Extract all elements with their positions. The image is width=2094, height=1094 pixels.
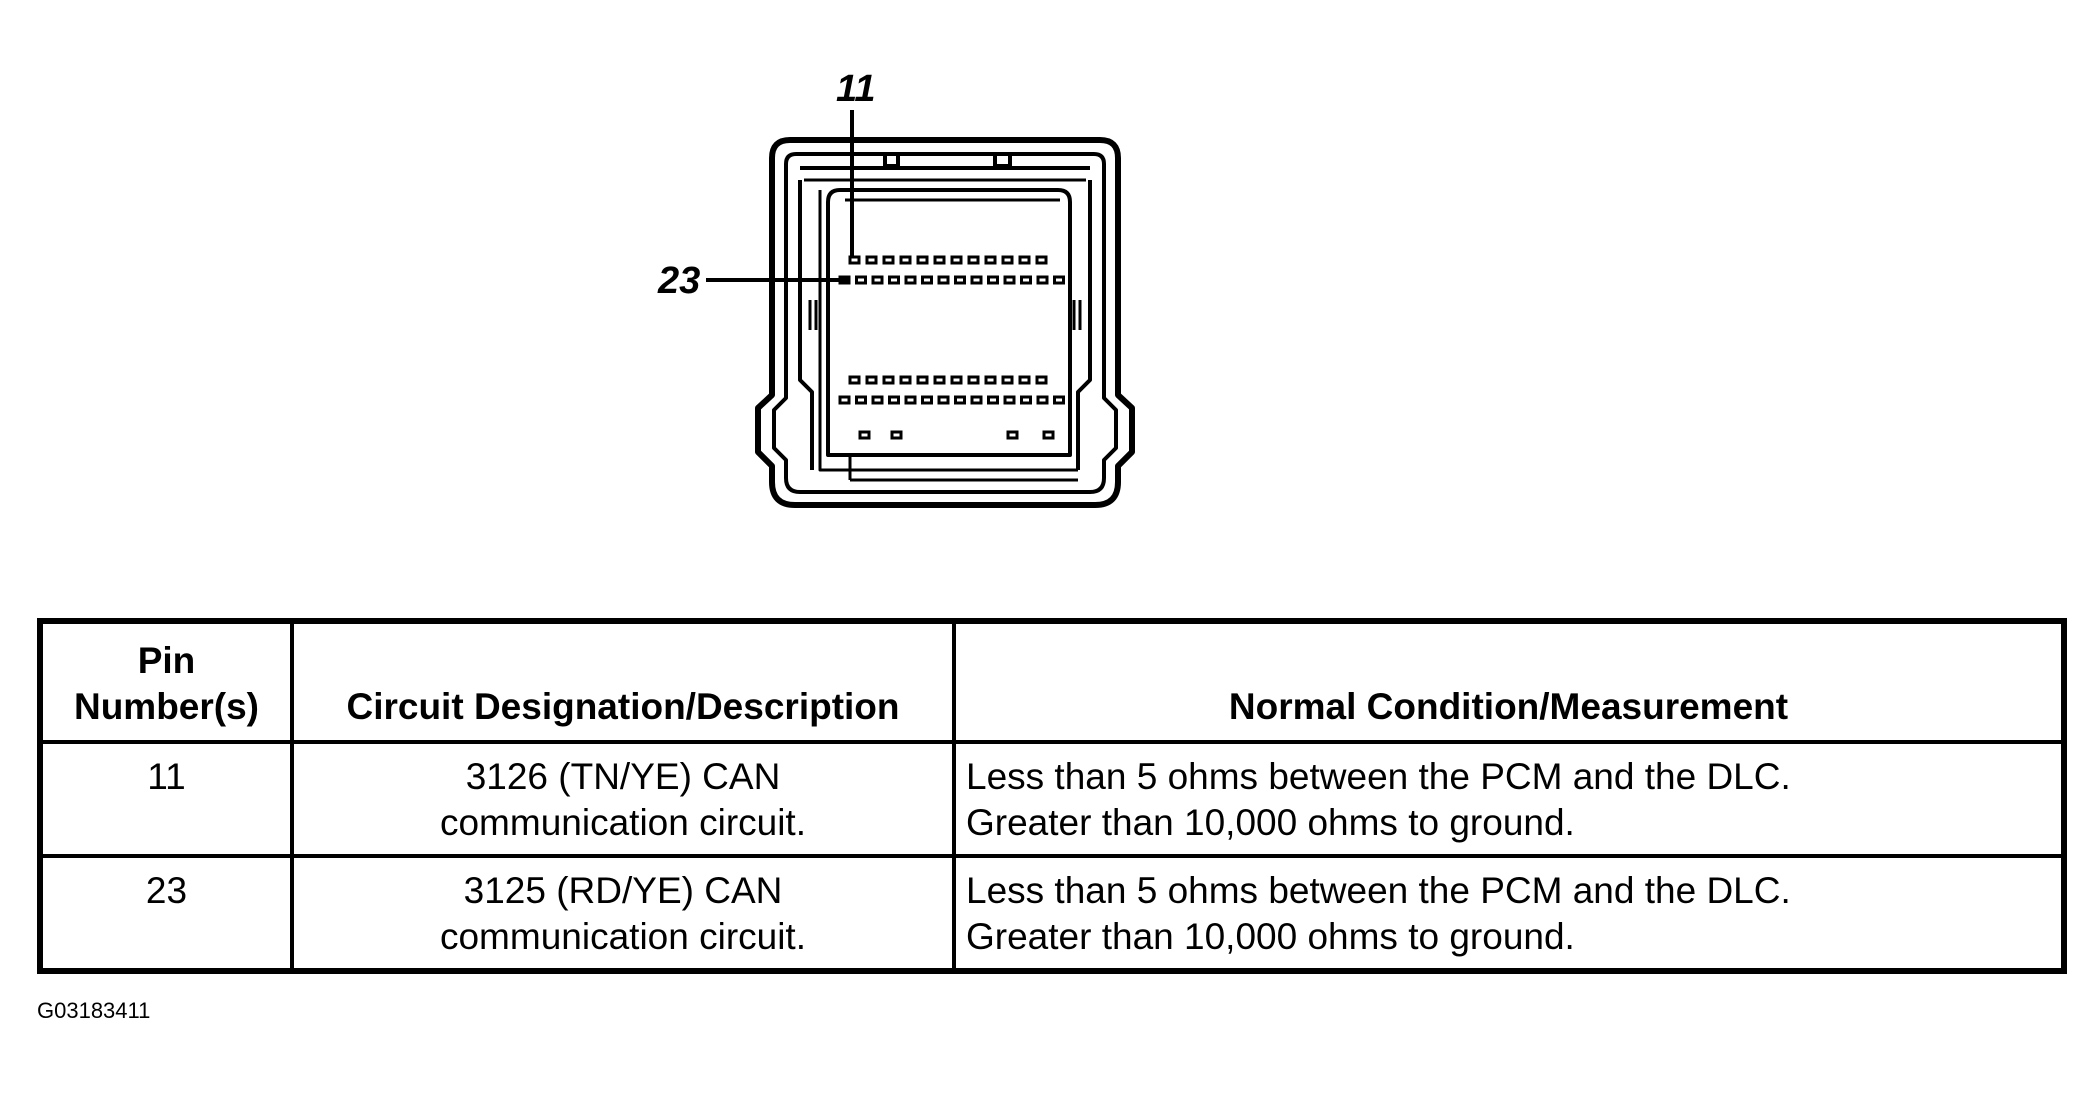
pin-cavity	[865, 375, 878, 385]
pin-cavity	[950, 255, 963, 265]
table-row: 11 3126 (TN/YE) CAN communication circui…	[38, 740, 2066, 858]
pin-cavity	[967, 375, 980, 385]
pin-rows	[838, 255, 1065, 440]
pin-cavity	[855, 395, 867, 405]
pin-cavity	[888, 275, 900, 285]
pin-cavity	[916, 375, 929, 385]
pin-cavity	[970, 395, 983, 405]
pin-cavity	[1001, 255, 1014, 265]
pin-cavity	[1053, 395, 1065, 405]
callout-pin-23: 23	[658, 260, 701, 302]
pin-cavity	[865, 255, 878, 265]
row-circuit: 3126 (TN/YE) CAN communication circuit.	[290, 740, 956, 858]
pin-cavity-body	[826, 188, 1072, 457]
connector-diagram	[706, 110, 1135, 508]
pin-cavity	[871, 395, 884, 405]
pin-cavity	[1036, 275, 1049, 285]
table-header-row: Pin Number(s) Circuit Designation/Descri…	[38, 619, 2066, 744]
pin-cavity	[954, 395, 966, 405]
header-pin-line-2: Number(s)	[73, 686, 260, 727]
pin-cavity	[921, 395, 933, 405]
row-normal-condition: Less than 5 ohms between the PCM and the…	[952, 854, 2066, 973]
pin-cavity	[858, 430, 871, 440]
normal-line-2: Greater than 10,000 ohms to ground.	[966, 916, 1575, 957]
pin-cavity	[970, 275, 983, 285]
normal-line-1: Less than 5 ohms between the PCM and the…	[966, 756, 1791, 797]
header-circuit-designation: Circuit Designation/Description	[290, 619, 956, 744]
row-circuit: 3125 (RD/YE) CAN communication circuit.	[290, 854, 956, 973]
pin-cavity	[984, 255, 997, 265]
header-pin-number: Pin Number(s)	[38, 619, 294, 744]
pin-cavity	[890, 430, 903, 440]
pin-cavity	[871, 275, 884, 285]
pin-cavity	[899, 255, 912, 265]
pin-table: Pin Number(s) Circuit Designation/Descri…	[37, 618, 2067, 974]
pin-cavity	[882, 375, 895, 385]
pin-cavity	[888, 395, 900, 405]
pin-cavity	[933, 375, 946, 385]
circuit-line-2: communication circuit.	[439, 802, 806, 843]
pin-cavity	[904, 395, 917, 405]
normal-line-1: Less than 5 ohms between the PCM and the…	[966, 870, 1791, 911]
pin-cavity	[848, 255, 861, 265]
pin-cavity	[916, 255, 929, 265]
pin-cavity	[937, 275, 950, 285]
pin-cavity	[838, 395, 851, 405]
pin-cavity	[1053, 275, 1065, 285]
pin-cavity	[904, 275, 917, 285]
row-pin: 11	[38, 740, 294, 858]
pin-cavity	[1003, 395, 1016, 405]
figure-code: G03183411	[37, 998, 151, 1023]
pin-cavity	[1035, 375, 1048, 385]
pin-cavity	[882, 255, 895, 265]
circuit-line-2: communication circuit.	[439, 916, 806, 957]
pin-cavity	[1003, 275, 1016, 285]
pin-cavity	[1020, 395, 1032, 405]
pin-cavity	[967, 255, 980, 265]
pin-cavity	[855, 275, 867, 285]
callout-pin-11: 11	[836, 68, 876, 110]
header-normal-condition: Normal Condition/Measurement	[952, 619, 2066, 744]
connector-outer-shell	[755, 137, 1135, 508]
circuit-line-1: 3125 (RD/YE) CAN	[463, 870, 783, 911]
pin-cavity	[1006, 430, 1019, 440]
pin-cavity	[954, 275, 966, 285]
pin-cavity	[1018, 255, 1031, 265]
pin-cavity	[1036, 395, 1049, 405]
normal-line-2: Greater than 10,000 ohms to ground.	[966, 802, 1575, 843]
pin-cavity	[987, 395, 999, 405]
pin-cavity	[984, 375, 997, 385]
pin-cavity	[933, 255, 946, 265]
connector-inner-shell	[772, 152, 1118, 494]
pin-cavity	[937, 395, 950, 405]
pin-cavity	[950, 375, 963, 385]
table-row: 23 3125 (RD/YE) CAN communication circui…	[38, 854, 2066, 973]
pin-cavity	[921, 275, 933, 285]
pin-cavity	[987, 275, 999, 285]
header-pin-line-1: Pin	[137, 640, 196, 681]
pin-cavity	[848, 375, 861, 385]
pin-cavity	[1018, 375, 1031, 385]
pin-cavity	[1035, 255, 1048, 265]
circuit-line-1: 3126 (TN/YE) CAN	[465, 756, 781, 797]
row-pin: 23	[38, 854, 294, 973]
row-normal-condition: Less than 5 ohms between the PCM and the…	[952, 740, 2066, 858]
pin-cavity	[1020, 275, 1032, 285]
pin-cavity	[1001, 375, 1014, 385]
pin-cavity	[1042, 430, 1055, 440]
pin-cavity	[899, 375, 912, 385]
